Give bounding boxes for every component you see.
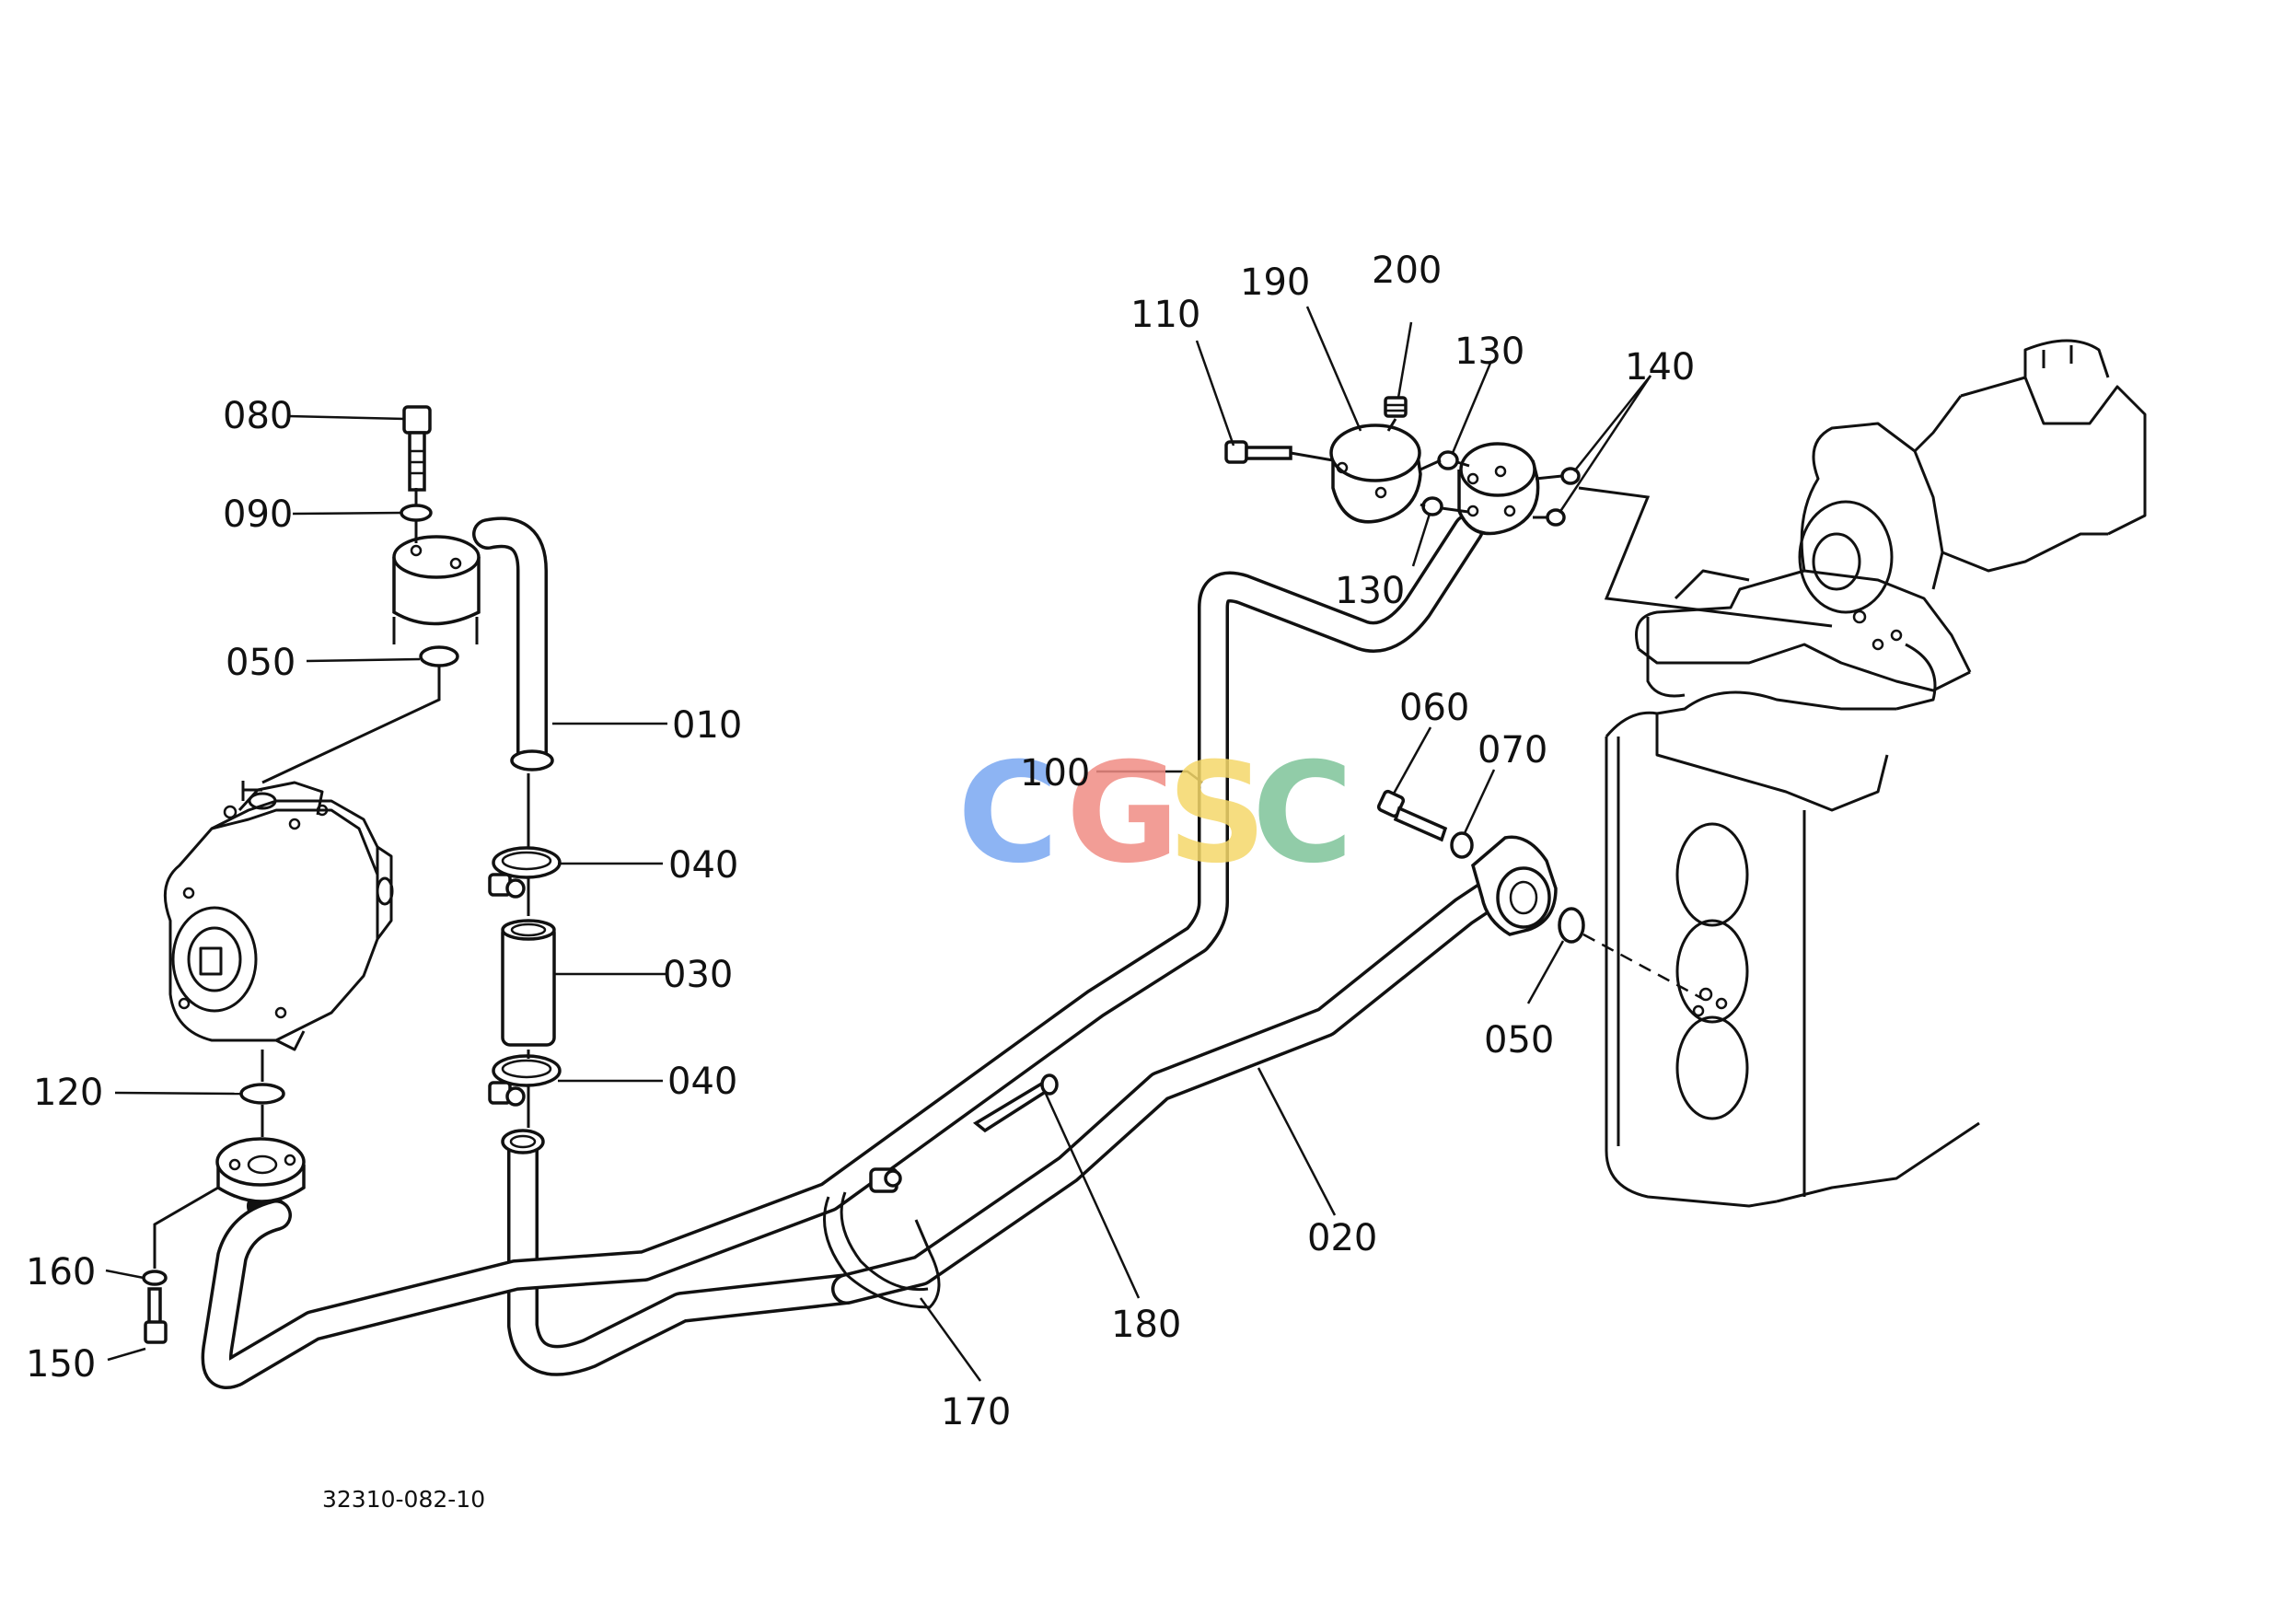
watermark-letter-3: S <box>1167 734 1267 894</box>
clamp-band-170 <box>823 1167 941 1309</box>
filter-head <box>1457 442 1540 536</box>
suction-pipe <box>501 1129 863 1376</box>
washer-090 <box>400 504 433 522</box>
callout-010: 010 <box>672 704 742 747</box>
o-ring-050-left <box>419 645 459 667</box>
hose-030 <box>501 919 556 1047</box>
suction-flange <box>392 535 481 626</box>
suction-elbow-010 <box>472 516 554 771</box>
callout-120: 120 <box>33 1072 103 1114</box>
bolt-080 <box>402 405 432 492</box>
figure-code: 32310-082-10 <box>322 1486 485 1513</box>
callout-labels: 080 090 050 010 040 030 040 120 160 150 … <box>26 249 1695 1513</box>
callout-leaders <box>105 306 1652 1382</box>
washer-160 <box>142 1270 168 1286</box>
pin-180 <box>972 1073 1059 1133</box>
callout-050-left: 050 <box>226 642 296 684</box>
watermark-letter-4: C <box>1252 734 1353 894</box>
callout-080: 080 <box>223 395 293 437</box>
banjo-fitting <box>1471 835 1558 936</box>
callout-140: 140 <box>1625 346 1695 389</box>
washer-070 <box>1450 831 1474 859</box>
hydraulic-pump <box>163 781 394 1051</box>
callout-070: 070 <box>1478 729 1547 771</box>
bolt-150 <box>144 1287 168 1344</box>
pump-flange <box>215 1137 306 1203</box>
assembly-lines <box>153 418 1833 1269</box>
bolt-060 <box>1376 789 1448 842</box>
callout-130-upper: 130 <box>1454 331 1524 373</box>
callout-110: 110 <box>1130 294 1200 336</box>
callout-020: 020 <box>1307 1217 1377 1259</box>
callout-090: 090 <box>223 493 293 536</box>
callout-190: 190 <box>1240 261 1310 304</box>
bolt-110 <box>1224 440 1292 464</box>
washer-140-upper <box>1560 467 1581 485</box>
callout-030: 030 <box>663 954 733 996</box>
callout-160: 160 <box>26 1251 96 1293</box>
o-ring-130-upper <box>1437 450 1459 470</box>
watermark-letter-1: C <box>957 734 1059 894</box>
clamp-040-lower <box>488 1054 562 1107</box>
o-ring-050-right <box>1558 907 1585 944</box>
washer-140-lower <box>1546 508 1566 527</box>
clamp-040-upper <box>488 846 562 899</box>
callout-130-lower: 130 <box>1335 570 1405 612</box>
plug-200 <box>1384 396 1408 418</box>
callout-050-right: 050 <box>1484 1019 1554 1061</box>
callout-060: 060 <box>1399 687 1469 729</box>
callout-170: 170 <box>941 1391 1011 1433</box>
o-ring-120 <box>239 1083 285 1105</box>
callout-040-upper: 040 <box>668 844 738 887</box>
callout-200: 200 <box>1372 249 1442 292</box>
callout-040-lower: 040 <box>667 1061 737 1103</box>
o-ring-130-lower <box>1421 496 1443 516</box>
callout-100: 100 <box>1020 752 1090 795</box>
pipe-020 <box>831 859 1535 1305</box>
callout-150: 150 <box>26 1343 96 1386</box>
pipe-100 <box>201 514 1484 1389</box>
engine-housing <box>1605 339 2147 1208</box>
watermark-letter-2: G <box>1066 734 1179 894</box>
filter-block-190 <box>1329 423 1422 524</box>
watermark: C G S C <box>957 734 1353 894</box>
callout-180: 180 <box>1111 1304 1181 1346</box>
